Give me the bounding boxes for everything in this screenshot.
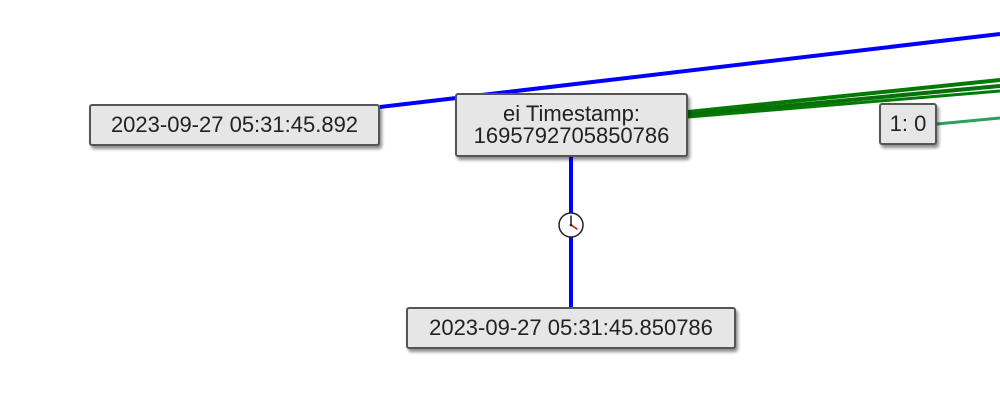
- ei-timestamp-value: 1695792705850786: [473, 123, 670, 148]
- timestamp-node-left[interactable]: 2023-09-27 05:31:45.892: [89, 104, 380, 146]
- edge-green-1: [687, 78, 1000, 114]
- index-node-right[interactable]: 1: 0: [879, 103, 937, 145]
- edge-teal: [936, 116, 1000, 126]
- timestamp-node-bottom-label: 2023-09-27 05:31:45.850786: [429, 315, 713, 340]
- index-node-right-label: 1: 0: [889, 111, 927, 136]
- edge-green-3: [687, 89, 1000, 119]
- clock-icon: [558, 212, 584, 238]
- ei-timestamp-title: ei Timestamp:: [503, 101, 640, 126]
- timestamp-node-left-label: 2023-09-27 05:31:45.892: [110, 112, 359, 137]
- ei-timestamp-node[interactable]: ei Timestamp: 1695792705850786: [455, 93, 688, 157]
- timestamp-node-bottom[interactable]: 2023-09-27 05:31:45.850786: [406, 307, 736, 349]
- edge-green-2: [687, 84, 1000, 117]
